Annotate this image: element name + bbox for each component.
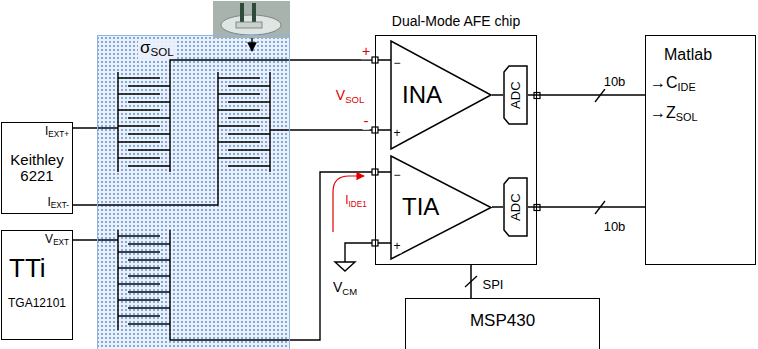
input-sign: + <box>392 240 401 253</box>
text-subscript: SOL <box>151 46 174 58</box>
bus-wire <box>528 206 645 208</box>
signal-name: VCM <box>332 280 358 297</box>
node-text: INA <box>402 82 442 108</box>
solution-region: σSOL <box>97 35 290 349</box>
adc-block: ADC <box>503 177 528 237</box>
electrode-comb <box>118 72 170 172</box>
symbol-outline <box>504 178 527 236</box>
beaker-photo <box>213 1 290 38</box>
text-main: →Z <box>650 104 676 121</box>
solution-fill <box>97 35 290 349</box>
electrode-comb <box>218 72 270 172</box>
polarity-sign: - <box>363 113 370 130</box>
symbol-outline <box>391 156 491 259</box>
input-sign: − <box>392 169 401 182</box>
signal-name: IIDE1 <box>344 194 367 209</box>
text-subscript: IDE1 <box>349 200 367 209</box>
text-main: I <box>345 193 348 207</box>
text-subscript: SOL <box>345 94 364 105</box>
node-text: σSOL <box>138 39 176 59</box>
node-text: IEXT- <box>48 196 69 211</box>
microcontroller-box: MSP430 <box>405 298 600 349</box>
node-text: ADC <box>508 193 522 220</box>
text-main: V <box>45 232 53 246</box>
wires <box>73 60 391 340</box>
text-main: I <box>48 195 51 209</box>
node-text: TTi <box>9 254 46 283</box>
text-main: σ <box>140 38 151 57</box>
text-subscript: SOL <box>676 111 698 123</box>
electrode-comb <box>118 230 170 330</box>
text-main: V <box>333 279 342 295</box>
bus-width-label: 10b <box>603 220 627 234</box>
text-subscript: IDE <box>678 81 696 93</box>
node-text: →ZSOL <box>650 104 698 124</box>
node-text: VEXT <box>45 233 69 248</box>
symbol-outline <box>391 41 491 149</box>
node-text: MSP430 <box>470 312 535 331</box>
input-sign: − <box>392 57 401 70</box>
text-subscript: EXT- <box>51 201 69 210</box>
input-sign: + <box>392 127 401 140</box>
bus-wire <box>470 265 472 298</box>
node-text: TIA <box>402 194 439 220</box>
generator-box: VEXT TTiTGA12101 <box>1 230 73 340</box>
amplifier-triangle: INA <box>390 40 492 150</box>
node-text: Matlab <box>664 46 712 64</box>
text-subscript: EXT+ <box>48 130 69 139</box>
node-text: Keithley 6221 <box>5 152 69 185</box>
node-text: →CIDE <box>650 74 696 94</box>
amplifier-triangle: TIA <box>390 155 492 260</box>
text-subscript: EXT <box>53 238 69 247</box>
signal-name: VSOL <box>335 88 365 105</box>
text-subscript: CM <box>342 286 357 297</box>
symbol-outline <box>504 66 527 124</box>
photo-pointer <box>251 38 252 51</box>
adc-block: ADC <box>503 65 528 125</box>
bus-width-label: 10b <box>603 75 627 89</box>
node-text: ADC <box>508 81 522 108</box>
node-text: TGA12101 <box>8 297 66 310</box>
bus-wire <box>492 94 503 96</box>
instrument-box: IEXT+Keithley 6221IEXT- <box>1 122 73 214</box>
node-text: IEXT+ <box>45 125 69 140</box>
node-text: Dual-Mode AFE chip <box>392 14 520 29</box>
software-box: Matlab→CIDE→ZSOL <box>645 35 756 265</box>
bus-wire <box>528 94 645 96</box>
bus-width-label: SPI <box>482 277 505 291</box>
text-main: →C <box>650 74 678 91</box>
bus-wire <box>492 206 503 208</box>
text-main: V <box>336 87 345 103</box>
polarity-sign: + <box>361 44 371 59</box>
bus-slash <box>465 89 605 287</box>
text-main: I <box>45 124 48 138</box>
